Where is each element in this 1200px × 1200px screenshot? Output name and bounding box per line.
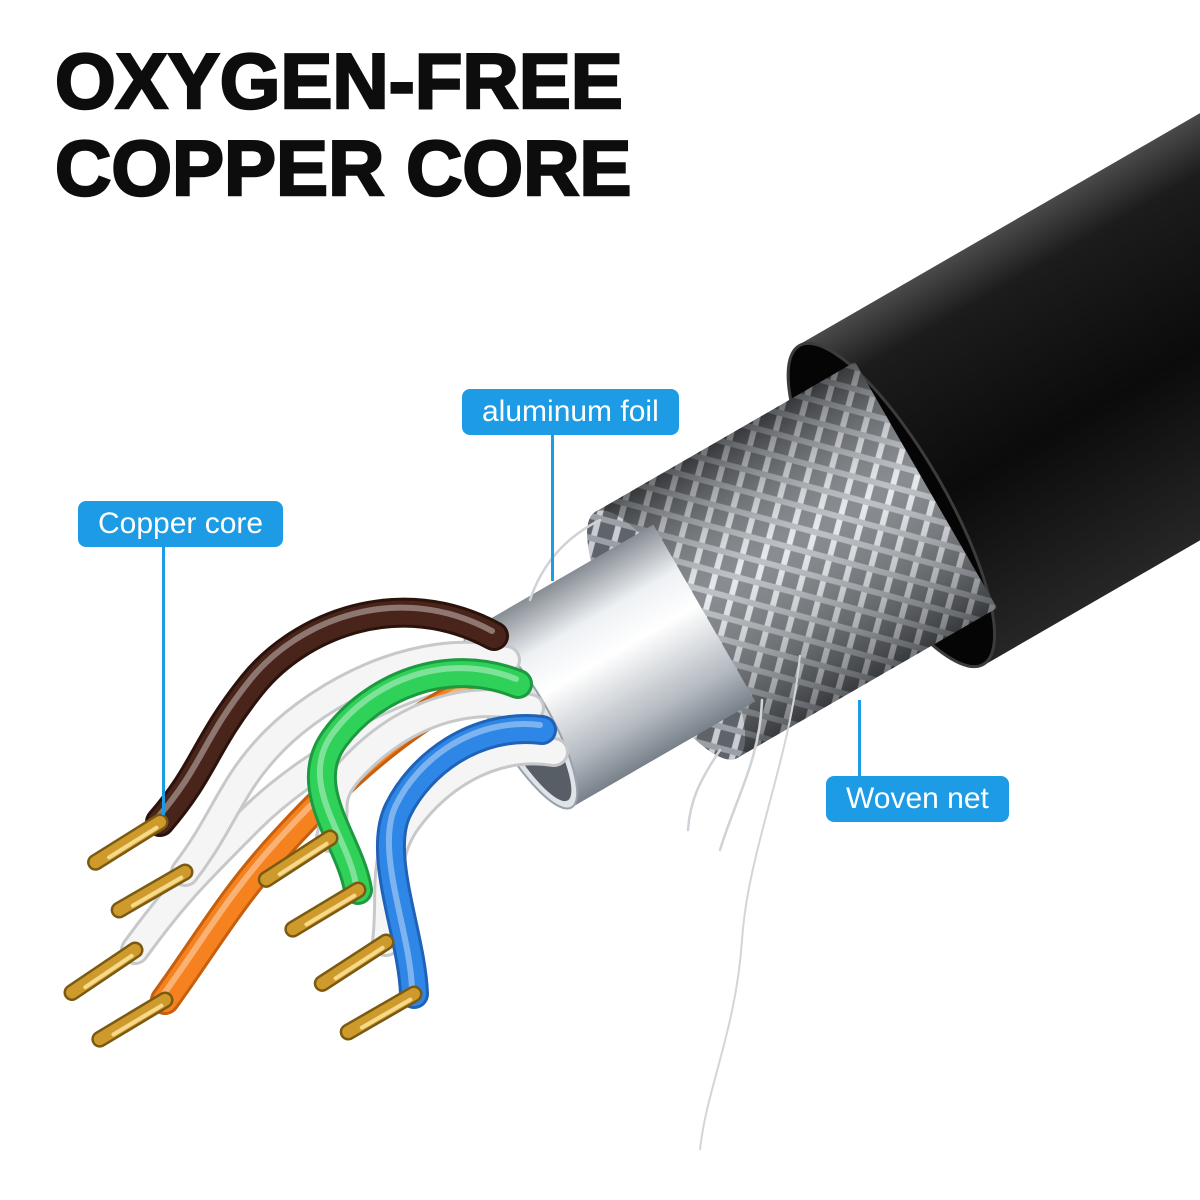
copper-tip [322, 942, 387, 986]
cable-body [463, 0, 1200, 810]
label-woven-net: Woven net [826, 776, 1009, 822]
label-copper-core: Copper core [78, 501, 284, 547]
copper-tips [72, 822, 416, 1042]
copper-tip [348, 994, 415, 1035]
leader-line-woven-net [858, 700, 861, 776]
headline: OXYGEN-FREE COPPER CORE [54, 36, 633, 214]
copper-tip [100, 1000, 167, 1042]
hanging-strand [699, 654, 801, 1151]
copper-tip [96, 822, 162, 865]
headline-line2: COPPER CORE [54, 123, 633, 213]
leader-line-aluminum-foil [551, 433, 554, 581]
copper-tip [72, 950, 137, 995]
copper-tip [293, 890, 360, 932]
headline-line1: OXYGEN-FREE [54, 36, 624, 126]
mesh-strand [686, 748, 722, 832]
wire-bundle [135, 608, 554, 1000]
label-aluminum-foil: aluminum foil [462, 389, 679, 435]
leader-line-copper-core [162, 543, 165, 815]
mesh-strand [718, 698, 764, 852]
cable-jacket [798, 0, 1200, 666]
